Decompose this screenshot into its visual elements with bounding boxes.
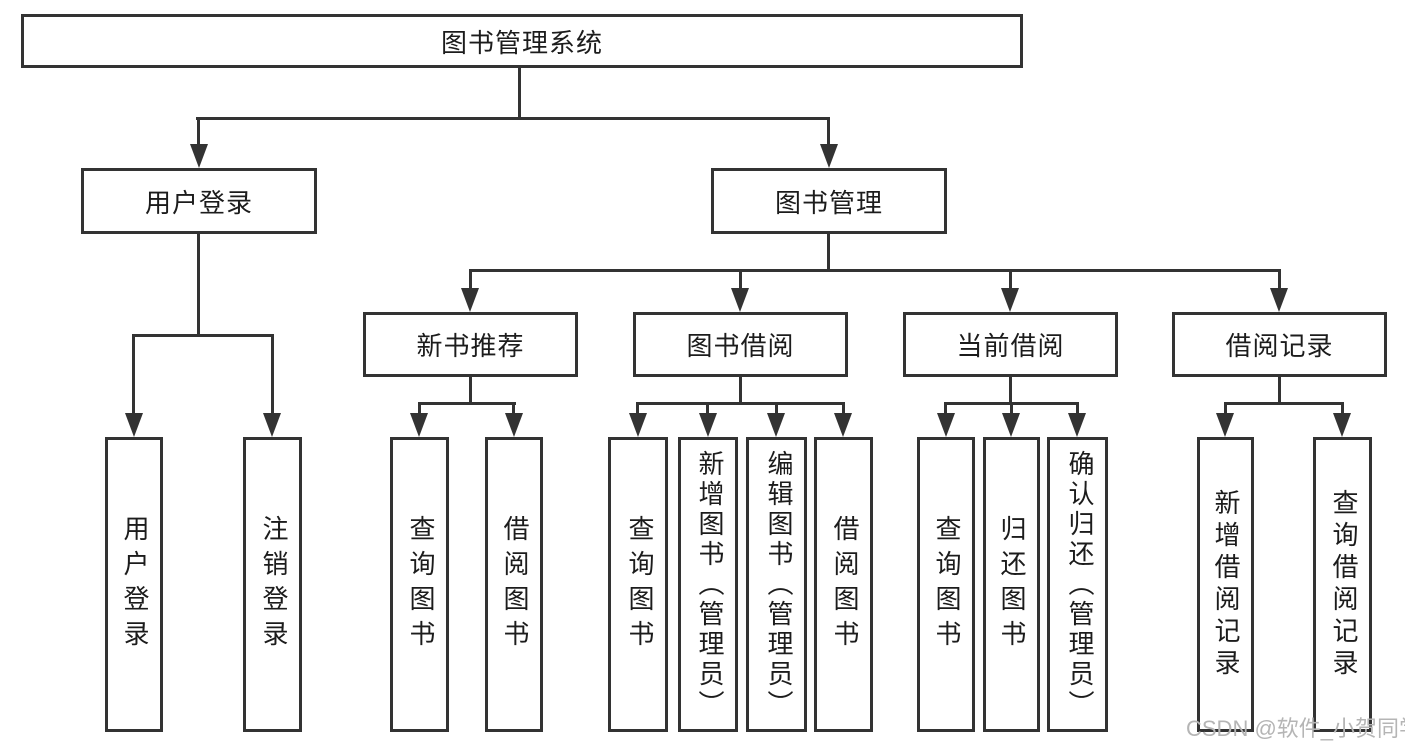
edge-bookmgmt-rail xyxy=(469,269,1281,272)
node-current-borrow: 当前借阅 xyxy=(903,312,1118,377)
node-borrow-record-label: 借阅记录 xyxy=(1225,331,1334,361)
edge-current-drop-1 xyxy=(944,402,947,415)
leaf-current-query-books: 查询图书 xyxy=(917,437,975,732)
edge-root-stem xyxy=(518,65,521,119)
edge-record-drop-1 xyxy=(1224,402,1227,415)
arrow-down-icon xyxy=(834,413,852,437)
edge-borrow-stem xyxy=(739,377,742,404)
csdn-watermark: CSDN @软件_小贺同学 xyxy=(1186,716,1405,741)
edge-userlogin-rail xyxy=(132,334,274,337)
edge-current-drop-3 xyxy=(1076,402,1079,415)
edge-userlogin-drop-2 xyxy=(271,334,274,415)
arrow-down-icon xyxy=(937,413,955,437)
node-root: 图书管理系统 xyxy=(21,14,1023,68)
arrow-down-icon xyxy=(820,144,838,168)
edge-current-stem xyxy=(1009,377,1012,404)
node-user-login: 用户登录 xyxy=(81,168,317,234)
edge-borrow-drop-3 xyxy=(775,402,778,415)
leaf-borrow-borrow-books: 借阅图书 xyxy=(814,437,873,732)
edge-record-rail xyxy=(1224,402,1344,405)
arrow-down-icon xyxy=(1068,413,1086,437)
edge-bookmgmt-drop-2 xyxy=(739,269,742,290)
edge-bookmgmt-drop-3 xyxy=(1009,269,1012,290)
edge-borrow-drop-2 xyxy=(706,402,709,415)
edge-bookmgmt-drop-4 xyxy=(1278,269,1281,290)
edge-bookmgmt-stem xyxy=(827,234,830,272)
leaf-borrow-edit-books-admin: 编辑图书（管理员） xyxy=(746,437,807,732)
arrow-down-icon xyxy=(505,413,523,437)
leaf-current-confirm-return-admin: 确认归还（管理员） xyxy=(1047,437,1108,732)
edge-borrow-drop-1 xyxy=(636,402,639,415)
arrow-down-icon xyxy=(1216,413,1234,437)
edge-userlogin-stem xyxy=(197,234,200,337)
leaf-newbook-borrow-books: 借阅图书 xyxy=(485,437,543,732)
node-user-login-label: 用户登录 xyxy=(144,187,253,218)
node-new-book-recommend-label: 新书推荐 xyxy=(416,331,525,361)
edge-root-rail xyxy=(196,117,830,120)
arrow-down-icon xyxy=(629,413,647,437)
leaf-logout: 注销登录 xyxy=(243,437,302,732)
leaf-borrow-add-books-admin: 新增图书（管理员） xyxy=(678,437,738,732)
leaf-current-return-books: 归还图书 xyxy=(983,437,1040,732)
arrow-down-icon xyxy=(263,413,281,437)
edge-newbook-rail xyxy=(418,402,516,405)
arrow-down-icon xyxy=(461,288,479,312)
node-book-borrow-label: 图书借阅 xyxy=(686,331,795,361)
edge-newbook-drop-2 xyxy=(512,402,515,415)
node-current-borrow-label: 当前借阅 xyxy=(956,331,1065,361)
edge-borrow-drop-4 xyxy=(842,402,845,415)
node-borrow-record: 借阅记录 xyxy=(1172,312,1387,377)
node-root-label: 图书管理系统 xyxy=(440,27,603,58)
leaf-newbook-query-books: 查询图书 xyxy=(390,437,449,732)
edge-bookmgmt-drop-1 xyxy=(469,269,472,290)
arrow-down-icon xyxy=(731,288,749,312)
leaf-record-query-borrow-record: 查询借阅记录 xyxy=(1313,437,1372,732)
arrow-down-icon xyxy=(699,413,717,437)
edge-newbook-drop-1 xyxy=(418,402,421,415)
edge-record-drop-2 xyxy=(1341,402,1344,415)
node-book-management: 图书管理 xyxy=(711,168,947,234)
arrow-down-icon xyxy=(1001,288,1019,312)
arrow-down-icon xyxy=(1270,288,1288,312)
arrow-down-icon xyxy=(1333,413,1351,437)
node-new-book-recommend: 新书推荐 xyxy=(363,312,578,377)
edge-userlogin-drop-1 xyxy=(132,334,135,415)
edge-root-drop-right xyxy=(827,117,830,147)
node-book-borrow: 图书借阅 xyxy=(633,312,848,377)
node-book-management-label: 图书管理 xyxy=(774,187,883,218)
edge-record-stem xyxy=(1278,377,1281,404)
leaf-user-login: 用户登录 xyxy=(105,437,163,732)
edge-root-drop-left xyxy=(197,117,200,147)
arrow-down-icon xyxy=(1002,413,1020,437)
arrow-down-icon xyxy=(767,413,785,437)
edge-borrow-rail xyxy=(636,402,844,405)
edge-newbook-stem xyxy=(469,377,472,404)
arrow-down-icon xyxy=(190,144,208,168)
arrow-down-icon xyxy=(125,413,143,437)
leaf-record-add-borrow-record: 新增借阅记录 xyxy=(1197,437,1254,732)
arrow-down-icon xyxy=(410,413,428,437)
edge-current-drop-2 xyxy=(1010,402,1013,415)
leaf-borrow-query-books: 查询图书 xyxy=(608,437,668,732)
